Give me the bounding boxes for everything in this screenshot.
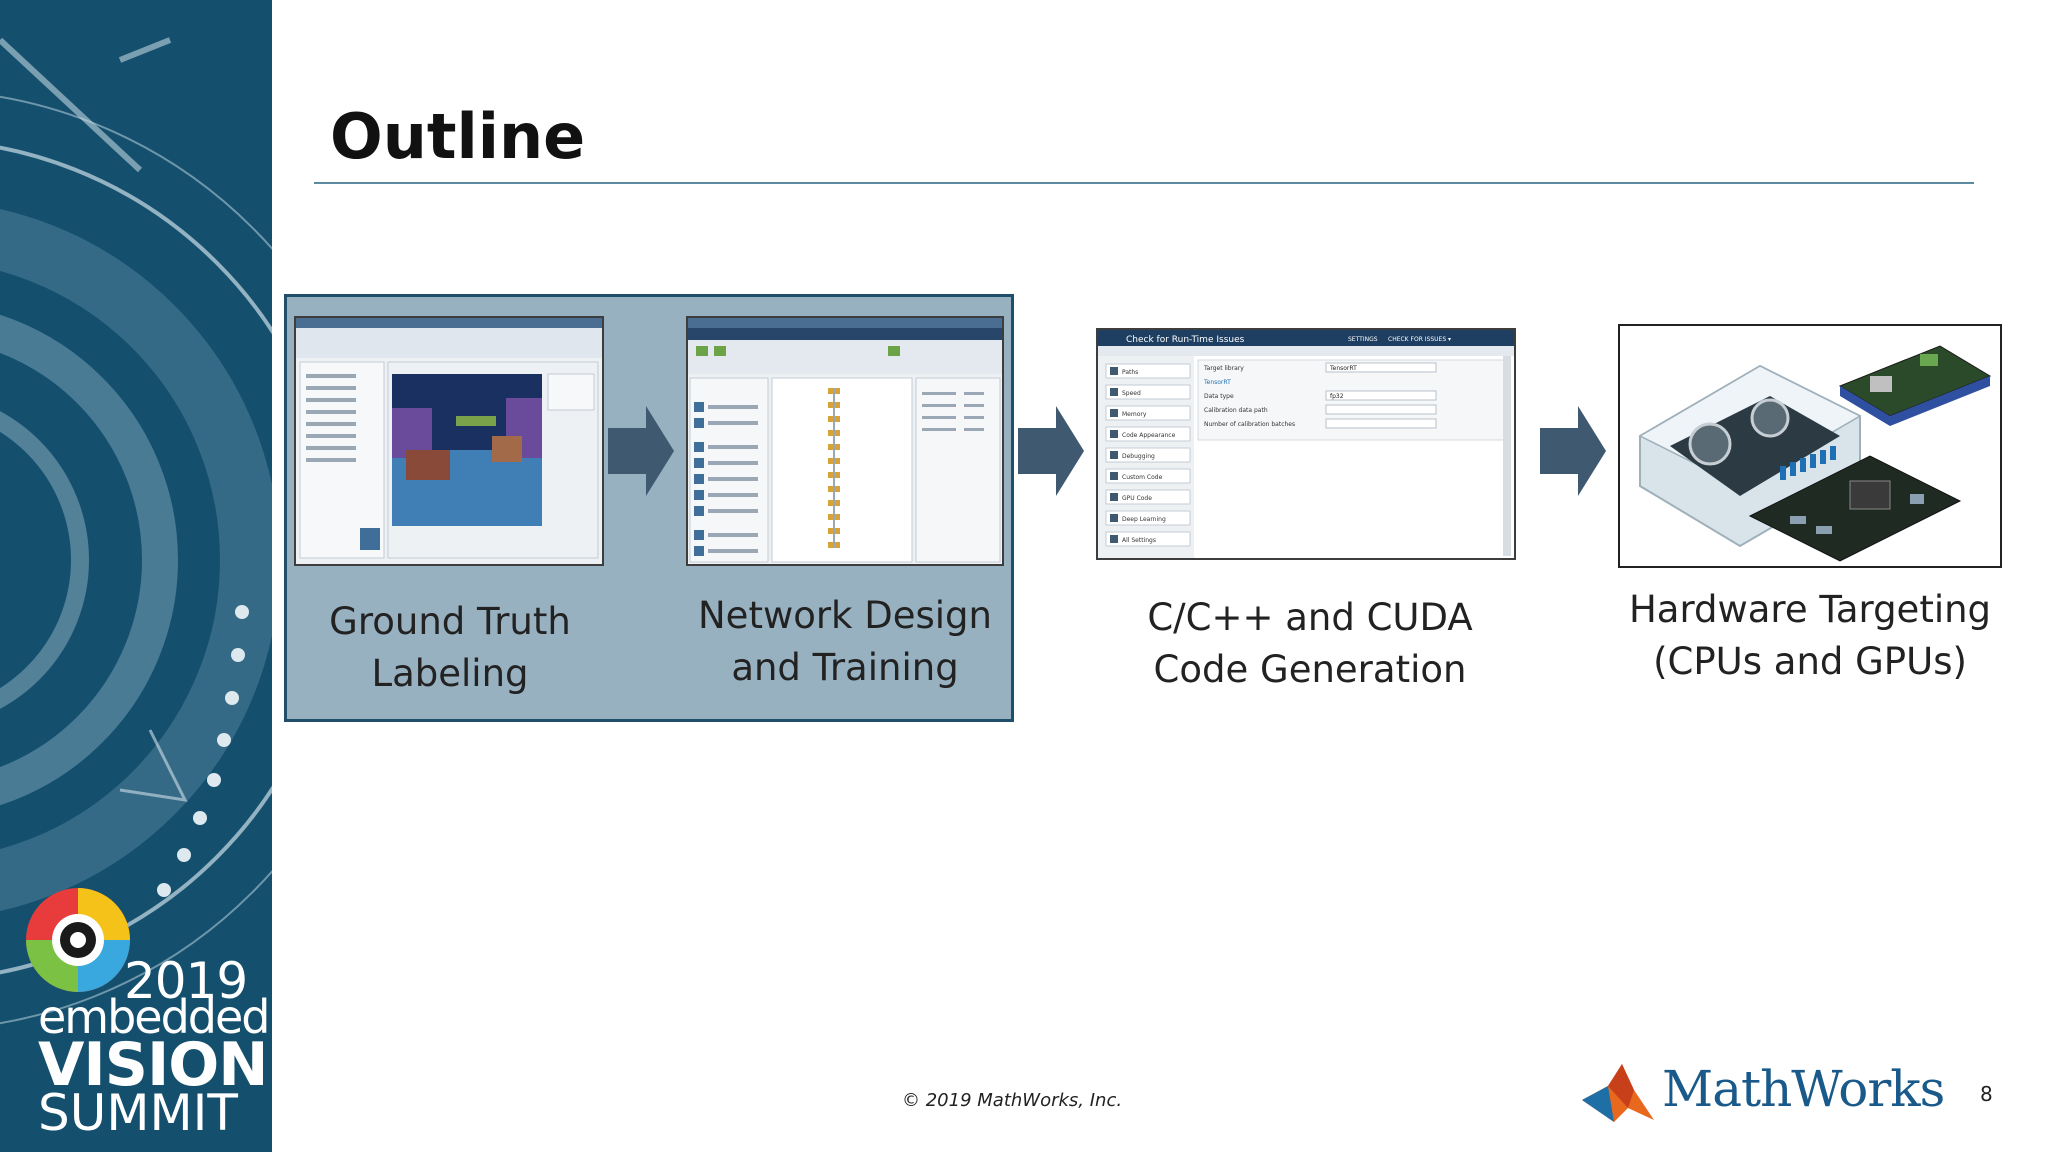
decorative-arcs [0,37,272,1025]
step-label-hardware: Hardware Targeting (CPUs and GPUs) [1620,584,2000,688]
codegen-side-item[interactable] [1105,531,1191,547]
slide-title: Outline [330,100,586,173]
codegen-field-label: Data type [1204,393,1234,400]
codegen-field-input[interactable] [1325,418,1437,429]
step-label-network-design: Network Design and Training [690,590,1000,694]
mathworks-wordmark: MathWorks [1662,1060,1945,1118]
mathworks-membrane-icon [1582,1064,1654,1122]
codegen-side-item-label: Paths [1122,369,1138,376]
event-name-vision: VISION [38,1030,269,1100]
step-label-line: Ground Truth [329,600,571,643]
codegen-field-label: Calibration data path [1204,407,1268,414]
codegen-side-item[interactable] [1105,363,1191,379]
step-label-code-generation: C/C++ and CUDA Code Generation [1130,592,1490,696]
codegen-side-item[interactable] [1105,510,1191,526]
codegen-menu-settings: SETTINGS [1348,336,1378,343]
mathworks-logo: MathWorks [1578,1056,1945,1128]
ground-truth-labeler-screenshot [294,316,604,566]
event-branding-band: 2019 embedded VISION SUMMIT [0,0,272,1152]
codegen-field-label: Target library [1203,365,1244,372]
step-label-line: Code Generation [1153,648,1467,691]
codegen-side-item[interactable] [1105,426,1191,442]
codegen-side-item-icon [1110,472,1118,480]
title-divider [314,182,1974,184]
copyright-footer: © 2019 MathWorks, Inc. [902,1090,1123,1111]
codegen-field-input[interactable] [1325,390,1437,401]
step-label-line: C/C++ and CUDA [1147,596,1473,639]
step-label-line: (CPUs and GPUs) [1653,640,1967,683]
codegen-side-item-icon [1110,535,1118,543]
codegen-side-item-icon [1110,409,1118,417]
deep-network-designer-screenshot [686,316,1004,566]
codegen-side-item-label: Speed [1122,390,1141,397]
codegen-field-value: TensorRT [1329,365,1357,372]
event-year: 2019 [124,952,248,1010]
codegen-side-item[interactable] [1105,447,1191,463]
embedded-boards-photo [1618,324,2002,568]
codegen-side-item-icon [1110,514,1118,522]
codegen-side-item-label: Memory [1122,411,1147,418]
event-name-embedded: embedded [38,990,271,1044]
codegen-side-item[interactable] [1105,405,1191,421]
codegen-menu-check: CHECK FOR ISSUES ▾ [1388,336,1451,343]
codegen-side-item[interactable] [1105,468,1191,484]
codegen-field-value: fp32 [1330,393,1344,400]
codegen-field-input[interactable] [1325,404,1437,415]
codegen-side-item-label: Debugging [1122,453,1155,460]
step-label-line: Labeling [371,652,529,695]
code-generation-settings-screenshot: Check for Run-Time Issues SETTINGS CHECK… [1096,328,1516,560]
codegen-side-item-label: All Settings [1122,537,1156,544]
step-label-line: and Training [731,646,959,689]
step-label-line: Hardware Targeting [1628,588,1992,631]
codegen-side-item-icon [1110,430,1118,438]
codegen-field-label: TensorRT [1203,379,1231,386]
codegen-field-input[interactable] [1325,362,1437,373]
page-number: 8 [1980,1082,1993,1106]
embedded-vision-summit-logo: 2019 embedded VISION SUMMIT [14,880,271,1142]
codegen-window-title: Check for Run-Time Issues [1126,335,1245,345]
flow-arrow-icon [1540,406,1606,496]
codegen-side-item-icon [1110,451,1118,459]
codegen-side-item-label: Custom Code [1122,474,1163,481]
codegen-side-item[interactable] [1105,489,1191,505]
summit-logo-emblem-icon [26,888,130,992]
codegen-side-item-label: Deep Learning [1122,516,1166,523]
codegen-side-item[interactable] [1105,384,1191,400]
codegen-side-item-icon [1110,388,1118,396]
codegen-side-item-label: GPU Code [1122,495,1152,502]
flow-arrow-icon [608,406,674,496]
codegen-field-label: Number of calibration batches [1204,421,1295,428]
event-name-summit: SUMMIT [38,1084,238,1142]
flow-arrow-icon [1018,406,1084,496]
codegen-side-item-icon [1110,367,1118,375]
codegen-side-item-icon [1110,493,1118,501]
step-label-ground-truth: Ground Truth Labeling [300,596,600,700]
step-label-line: Network Design [698,594,992,637]
codegen-side-item-label: Code Appearance [1122,432,1176,439]
